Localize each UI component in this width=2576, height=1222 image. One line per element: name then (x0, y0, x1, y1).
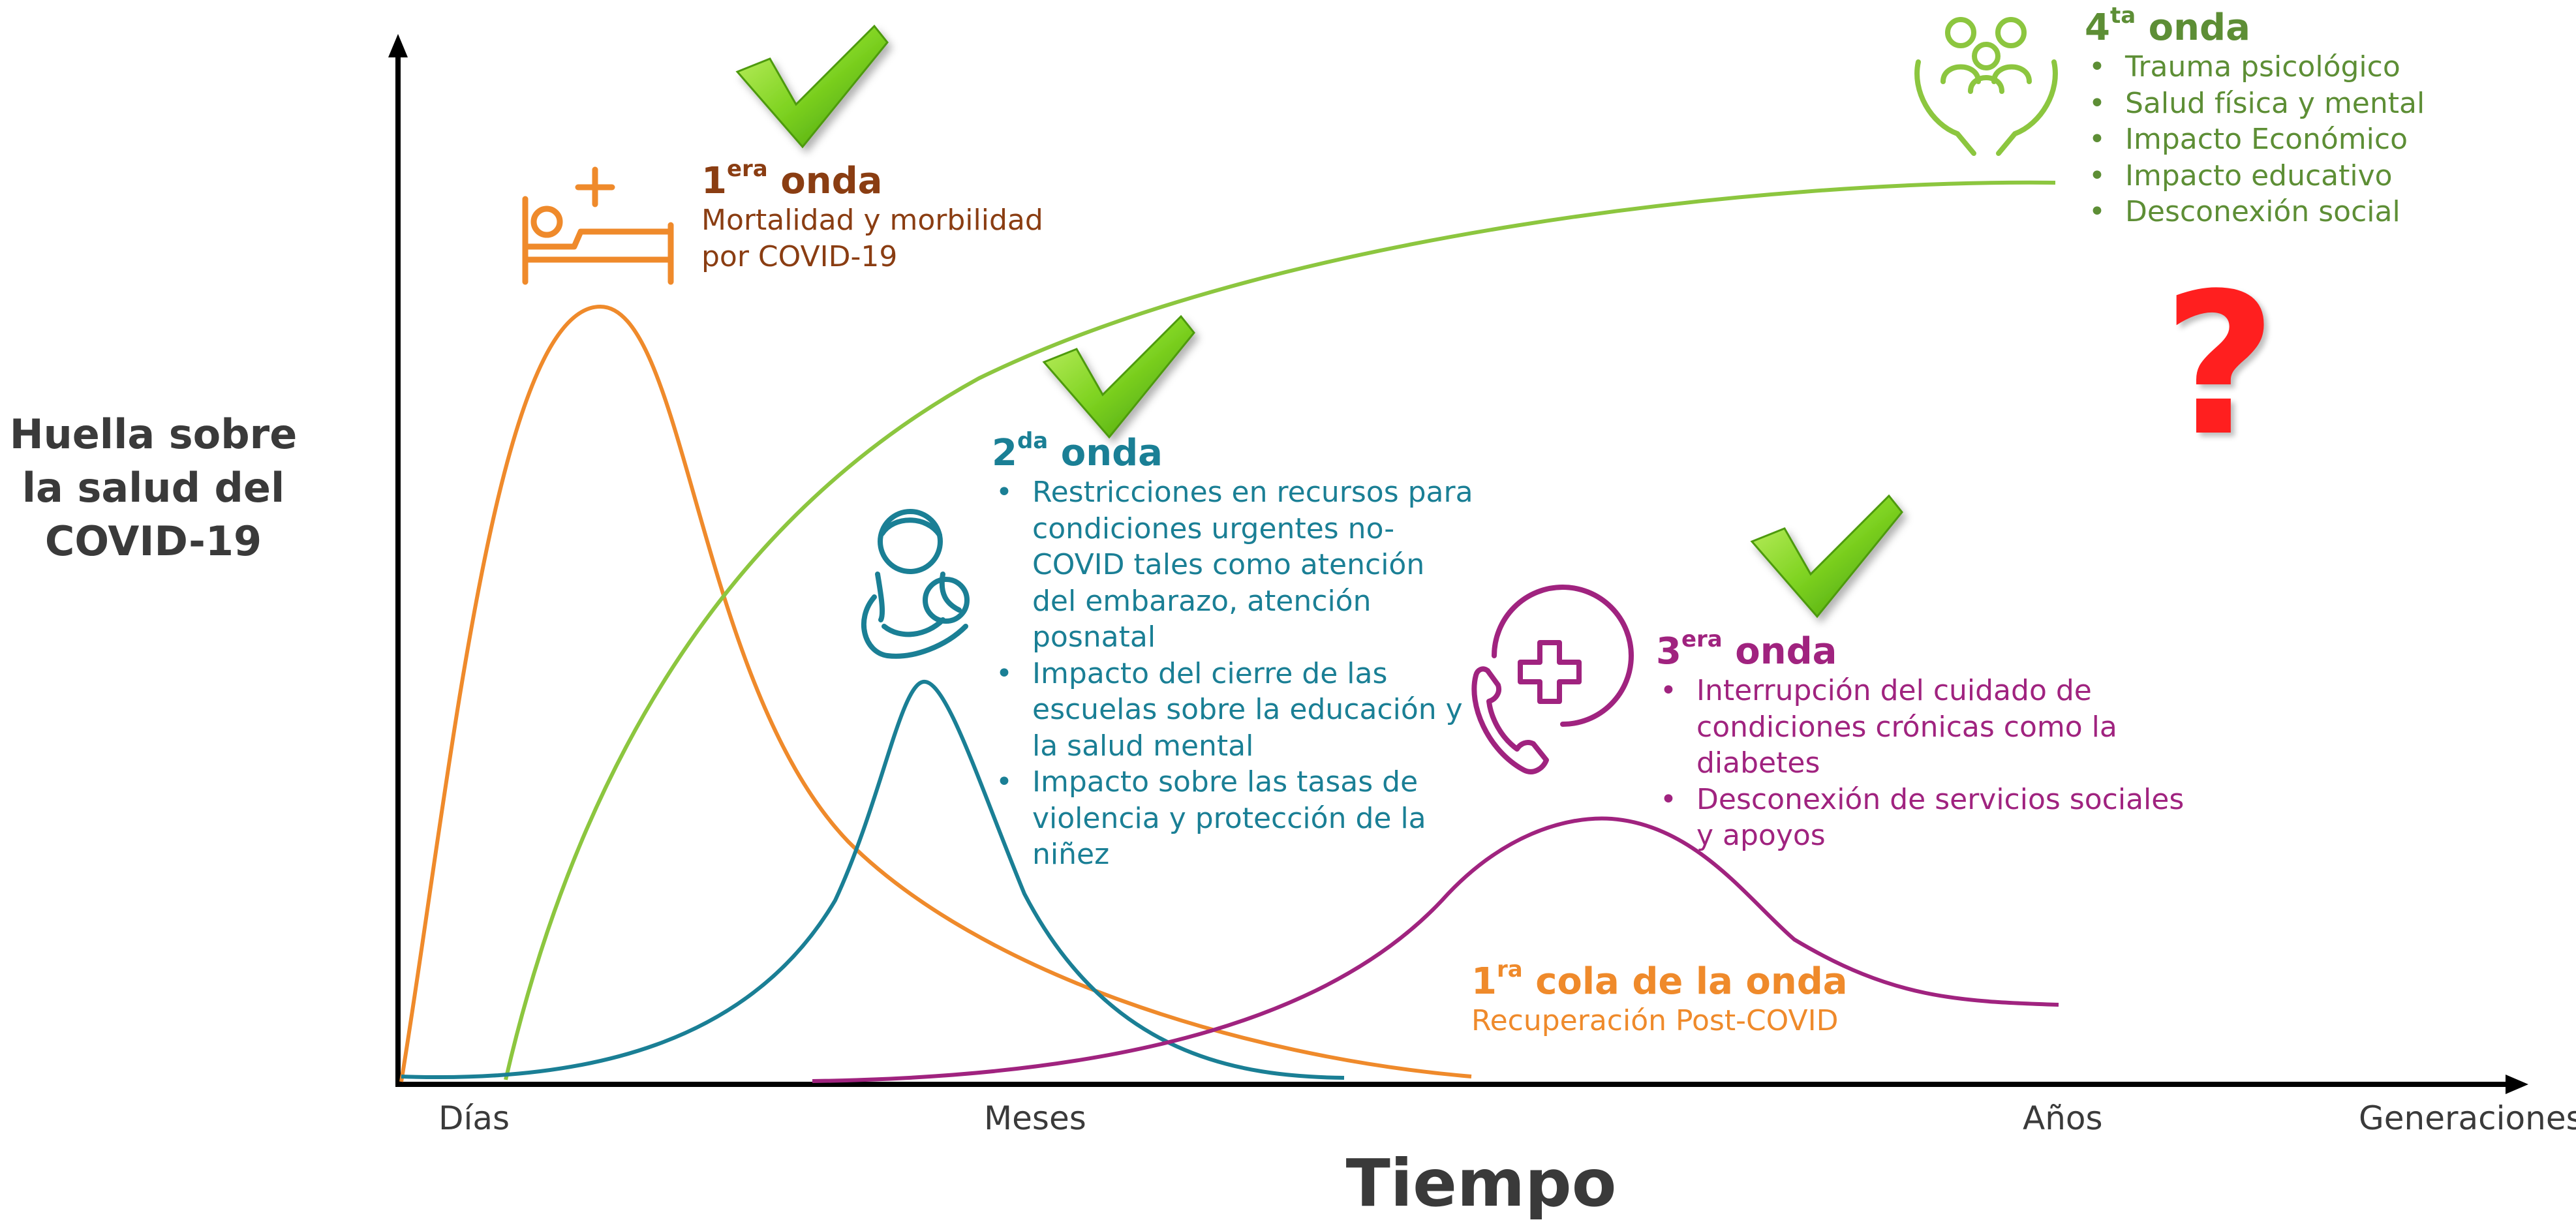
fourth-wave-curve (504, 180, 2056, 1080)
third-wave-label: 3era onda Interrupción del cuidado decon… (1656, 626, 2184, 854)
first-wave-desc: Mortalidad y morbilidad por COVID-19 (701, 204, 1043, 273)
y-axis-arrow (388, 34, 408, 57)
question-mark-icon: ? (2163, 251, 2277, 479)
checkmark-icon (1750, 494, 1903, 619)
x-tick-anos: Años (2023, 1099, 2103, 1137)
list-item: Impacto educativo (2085, 158, 2425, 194)
tail-desc: Recuperación Post-COVID (1471, 1004, 1839, 1037)
list-item: Restricciones en recursos paracondicione… (992, 474, 1473, 656)
checkmark-icon (1042, 314, 1195, 439)
second-wave-bullets: Restricciones en recursos paracondicione… (992, 474, 1473, 873)
second-wave-title: 2da onda (992, 428, 1163, 474)
x-axis-title: Tiempo (1345, 1145, 1617, 1221)
second-wave-label: 2da onda Restricciones en recursos parac… (992, 428, 1473, 873)
third-wave-curve (812, 816, 2059, 1083)
y-axis-label-line: Huella sobre (9, 410, 298, 458)
x-tick-generaciones: Generaciones (2359, 1099, 2576, 1137)
second-wave-curve (401, 679, 1345, 1080)
x-tick-meses: Meses (984, 1099, 1086, 1137)
tail-label: 1ra cola de la onda Recuperación Post-CO… (1471, 956, 1848, 1039)
telehealth-cross-icon (1471, 585, 1634, 774)
list-item: Trauma psicológico (2085, 49, 2425, 85)
first-wave-curve (399, 304, 1472, 1082)
first-wave-title: 1era onda (701, 156, 883, 202)
first-wave-label: 1era onda Mortalidad y morbilidad por CO… (701, 156, 1043, 275)
hospital-bed-icon (522, 166, 674, 285)
list-item: Salud física y mental (2085, 85, 2425, 122)
list-item: Impacto Económico (2085, 121, 2425, 158)
checkmark-icon (735, 24, 889, 149)
y-axis-label-line: la salud del (22, 464, 285, 512)
y-axis-label-line: COVID-19 (44, 517, 262, 565)
fourth-wave-bullets: Trauma psicológico Salud física y mental… (2085, 49, 2425, 230)
fourth-wave-title: 4ta onda (2085, 3, 2250, 49)
y-axis-label: Huella sobre la salud del COVID-19 (0, 408, 307, 568)
fourth-wave-label: 4ta onda Trauma psicológico Salud física… (2085, 3, 2425, 230)
mother-baby-icon (861, 509, 970, 659)
axes (388, 34, 2528, 1094)
third-wave-title: 3era onda (1656, 626, 1837, 673)
x-tick-dias: Días (438, 1099, 510, 1137)
list-item: Desconexión social (2085, 194, 2425, 230)
tail-title: 1ra cola de la onda (1471, 956, 1848, 1003)
family-hands-icon (1914, 17, 2058, 156)
x-axis-arrow (2506, 1075, 2528, 1094)
